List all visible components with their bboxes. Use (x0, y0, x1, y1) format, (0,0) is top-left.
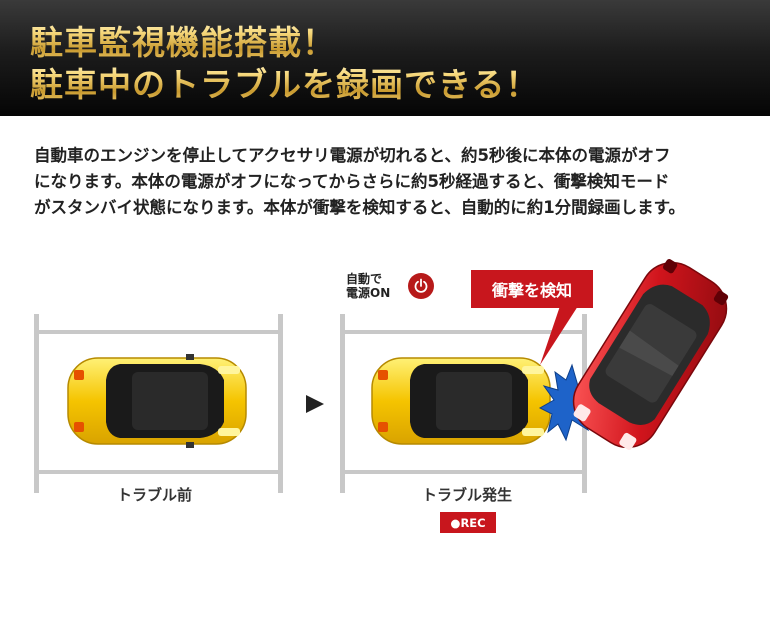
power-on-label-line2: 電源ON (346, 286, 391, 300)
power-icon (408, 273, 434, 299)
description-text: 自動車のエンジンを停止してアクセサリ電源が切れると、約5秒後に本体の電源がオフ … (34, 143, 754, 221)
description-line3: がスタンバイ状態になります。本体が衝撃を検知すると、自動的に約1分間録画します。 (34, 198, 686, 217)
impact-callout-pointer (540, 306, 578, 365)
parking-space-before (34, 314, 283, 493)
parked-car-after (371, 357, 551, 445)
power-symbol (414, 278, 428, 293)
header-title-line1: 駐車監視機能搭載！ (30, 16, 336, 64)
power-on-label-line1: 自動で (346, 272, 383, 286)
hitting-car (572, 259, 729, 450)
power-on-label: 自動で 電源ON (346, 272, 406, 300)
parked-car-before (67, 354, 247, 448)
impact-callout: 衝撃を検知 (471, 270, 593, 308)
rec-badge: ●REC (440, 512, 496, 533)
caption-after: トラブル発生 (422, 486, 513, 504)
description-line2: になります。本体の電源がオフになってからさらに約5秒経過すると、衝撃検知モード (34, 172, 670, 191)
description-line1: 自動車のエンジンを停止してアクセサリ電源が切れると、約5秒後に本体の電源がオフ (34, 146, 671, 165)
header-title-line2: 駐車中のトラブルを録画できる！ (30, 58, 539, 106)
arrow-right-icon (306, 395, 324, 413)
header-banner: 駐車監視機能搭載！ 駐車中のトラブルを録画できる！ (0, 0, 770, 116)
caption-before: トラブル前 (117, 486, 193, 504)
